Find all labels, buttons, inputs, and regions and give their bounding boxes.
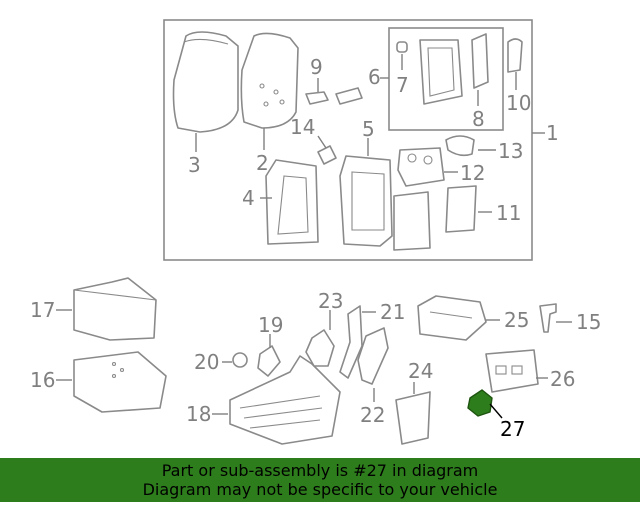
part-23-bracket	[305, 329, 335, 367]
part-11-panel	[445, 185, 477, 233]
callout-16: 16	[30, 368, 55, 392]
callout-7: 7	[396, 73, 409, 97]
panel-unlabeled	[393, 191, 431, 251]
callout-6: 6	[368, 65, 381, 89]
part-15-cable	[539, 303, 557, 333]
callout-24: 24	[408, 359, 433, 383]
callout-25: 25	[504, 308, 529, 332]
callout-26: 26	[550, 367, 575, 391]
part-20-knob	[232, 352, 248, 368]
part-8-trim	[471, 33, 489, 89]
callout-5: 5	[362, 117, 375, 141]
part-13-grommet	[445, 135, 475, 157]
sub-assembly-frame	[388, 27, 504, 131]
part-9-bracket	[305, 91, 329, 105]
callout-17: 17	[30, 298, 55, 322]
part-14-clip	[317, 145, 337, 165]
callout-10: 10	[506, 91, 531, 115]
callout-8: 8	[472, 107, 485, 131]
control-module	[419, 39, 463, 105]
part-3-seatback-cushion	[172, 31, 239, 133]
callout-2: 2	[256, 151, 269, 175]
callout-21: 21	[380, 300, 405, 324]
part-16-pad	[73, 351, 167, 413]
part-7-switch	[396, 41, 408, 53]
callout-12: 12	[460, 161, 485, 185]
callout-19: 19	[258, 313, 283, 337]
part-5-cushion-frame	[339, 155, 393, 247]
part-27-highlighted	[467, 389, 493, 417]
part-10-cover	[507, 38, 523, 73]
callout-23: 23	[318, 289, 343, 313]
part-19-lever	[257, 345, 281, 377]
callout-11: 11	[496, 201, 521, 225]
callout-3: 3	[188, 153, 201, 177]
callout-20: 20	[194, 350, 219, 374]
banner-line-2: Diagram may not be specific to your vehi…	[142, 480, 498, 499]
part-22-cover	[357, 327, 389, 385]
callout-14: 14	[290, 115, 315, 139]
callout-18: 18	[186, 402, 211, 426]
callout-4: 4	[242, 186, 255, 210]
callout-9: 9	[310, 55, 323, 79]
info-banner: Part or sub-assembly is #27 in diagram D…	[0, 458, 640, 502]
callout-13: 13	[498, 139, 523, 163]
banner-line-1: Part or sub-assembly is #27 in diagram	[161, 461, 479, 480]
assembly-frame	[163, 19, 533, 261]
callout-27-highlighted: 27	[500, 417, 525, 441]
part-26-trim-panel	[485, 349, 539, 393]
callout-22: 22	[360, 403, 385, 427]
part-2-seatback-panel	[240, 32, 299, 129]
part-4-back-frame	[265, 159, 319, 245]
parts-diagram: 1 2 3 4 5 6 7 8 9 10 11 12 13 14 15 16 1…	[30, 19, 601, 445]
part-18-seat-frame	[229, 355, 341, 445]
callout-1: 1	[546, 121, 559, 145]
callout-15: 15	[576, 310, 601, 334]
part-21-rail	[339, 305, 363, 379]
bracket-unlabeled	[335, 87, 363, 105]
part-24-shield	[395, 391, 431, 445]
part-17-cushion	[73, 277, 157, 341]
part-25-tray	[417, 295, 487, 341]
part-12-bracket	[397, 147, 445, 187]
